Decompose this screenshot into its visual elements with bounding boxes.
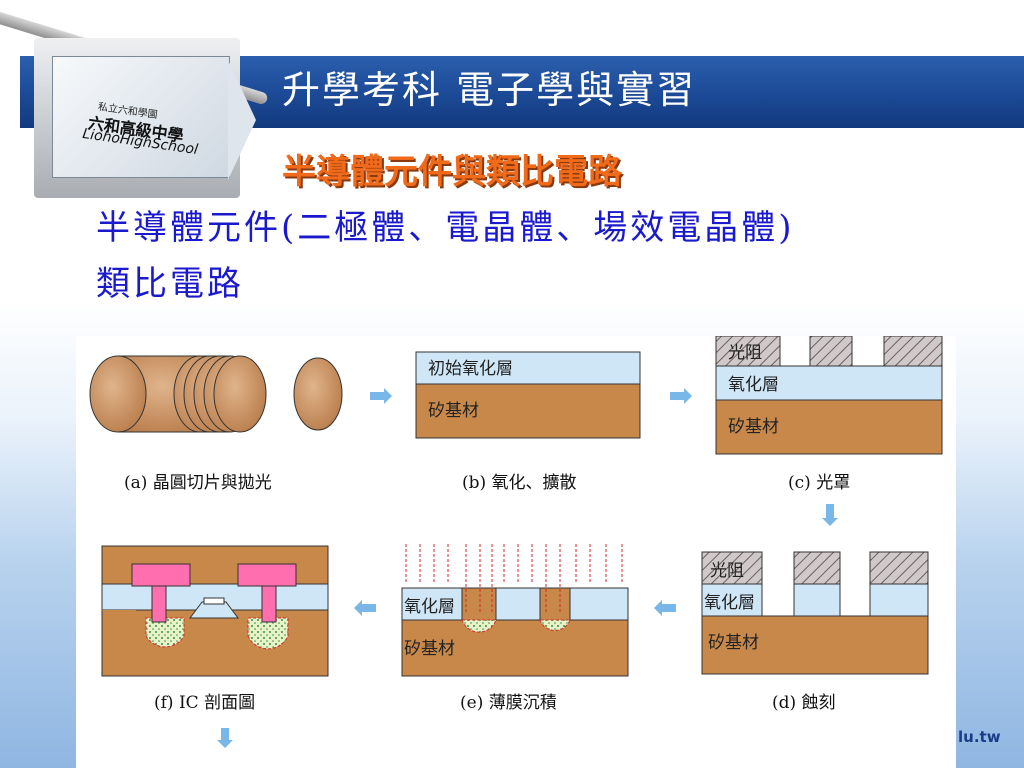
label-photoresist-c: 光阻: [728, 343, 762, 363]
ic-process-figure: 初始氧化層 矽基材 光阻 氧化層 矽基材 光阻 氧化層: [76, 335, 956, 768]
caption-step-d: (d) 蝕刻: [772, 693, 836, 713]
label-oxide-d: 氧化層: [704, 593, 755, 613]
arrow-e-to-f: [354, 600, 376, 616]
arrow-c-to-d: [822, 504, 838, 526]
slide-title: 升學考科 電子學與實習: [282, 68, 697, 112]
caption-step-c: (c) 光罩: [788, 473, 851, 493]
arrow-f-down: [217, 728, 233, 748]
arrow-a-to-b: [370, 388, 392, 404]
step-f-ic-cross-section: [101, 545, 329, 677]
arrow-d-to-e: [654, 600, 676, 616]
footer-url[interactable]: lu.tw: [958, 728, 1001, 746]
label-initial-oxide: 初始氧化層: [428, 359, 513, 379]
caption-step-e: (e) 薄膜沉積: [460, 693, 557, 713]
label-oxide-c: 氧化層: [728, 375, 779, 395]
school-logo-panel: [52, 56, 230, 178]
topic-line-1: 半導體元件(二極體、電晶體、場效電晶體): [96, 208, 795, 248]
arrow-b-to-c: [670, 388, 692, 404]
topic-line-2: 類比電路: [96, 264, 244, 304]
label-substrate-d: 矽基材: [708, 633, 759, 653]
label-substrate-b: 矽基材: [428, 401, 479, 421]
step-e-deposition: [401, 544, 629, 677]
caption-step-f: (f) IC 剖面圖: [154, 693, 256, 713]
caption-step-b: (b) 氧化、擴散: [462, 473, 577, 493]
step-c-photomask: [715, 335, 943, 455]
slide-subtitle: 半導體元件與類比電路: [282, 152, 622, 192]
process-diagram: 初始氧化層 矽基材 光阻 氧化層 矽基材 光阻 氧化層: [89, 335, 943, 748]
label-oxide-e: 氧化層: [404, 597, 455, 617]
step-d-etching: [701, 551, 929, 675]
label-substrate-c: 矽基材: [728, 417, 779, 437]
step-a-wafer: [89, 355, 343, 433]
step-b-oxidation: [415, 351, 641, 439]
school-logo-arrow: [228, 60, 256, 180]
caption-step-a: (a) 晶圓切片與拋光: [124, 473, 272, 493]
label-photoresist-d: 光阻: [710, 561, 744, 581]
label-substrate-e: 矽基材: [404, 639, 455, 659]
